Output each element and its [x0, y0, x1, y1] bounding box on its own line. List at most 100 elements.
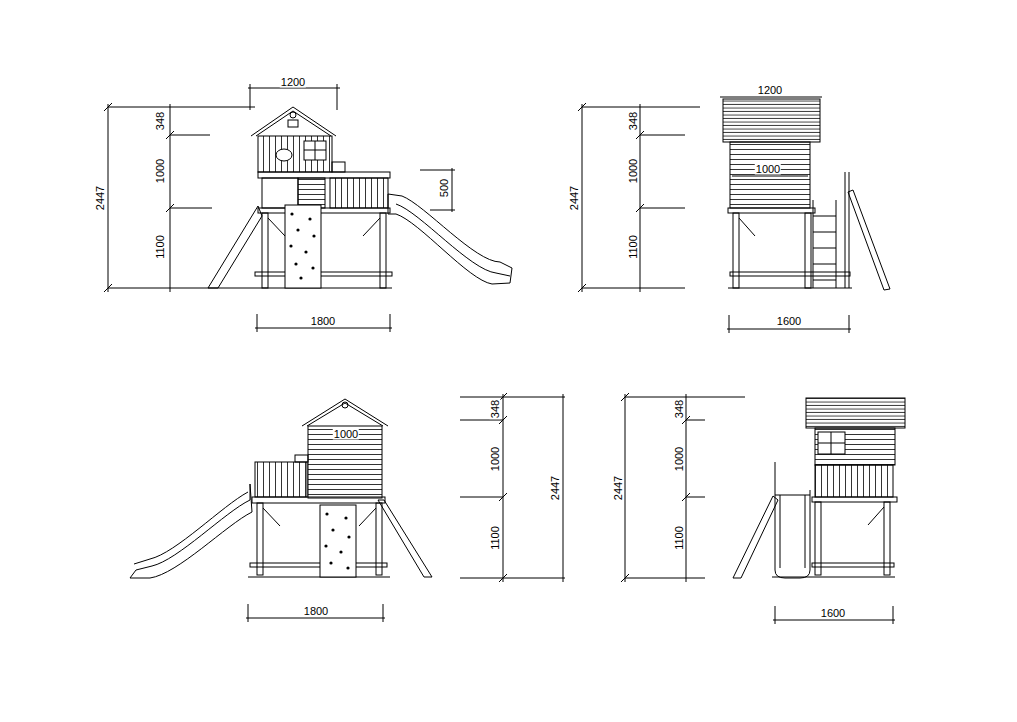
drawing-line — [251, 107, 336, 136]
drawing-line — [636, 131, 644, 139]
drawing-line — [732, 176, 808, 177]
drawing-line — [339, 550, 342, 553]
dimension-label: 1800 — [303, 606, 329, 617]
drawing-line — [170, 135, 210, 136]
drawing-line — [390, 314, 391, 332]
drawing-line — [248, 604, 249, 622]
drawing-line — [452, 168, 453, 212]
drawing-line — [248, 577, 390, 578]
drawing-line — [329, 561, 332, 564]
dimension-label: 1100 — [155, 234, 166, 260]
drawing-line — [330, 178, 388, 208]
dimension-label: 348 — [490, 399, 501, 419]
drawing-line — [257, 314, 258, 332]
dimension-label: 348 — [674, 399, 685, 419]
drawing-line — [460, 420, 503, 421]
dimension-label: 1800 — [310, 316, 336, 327]
drawing-line — [324, 512, 350, 569]
side-view — [578, 97, 890, 333]
drawing-line — [307, 403, 383, 426]
drawing-line — [250, 563, 387, 567]
drawing-line — [170, 104, 171, 292]
dimension-label: 1200 — [757, 85, 783, 96]
drawing-line — [815, 428, 895, 465]
drawing-line — [337, 84, 338, 110]
drawing-line — [311, 266, 314, 269]
drawing-line — [294, 262, 297, 265]
drawing-line — [813, 264, 836, 265]
drawing-line — [308, 426, 382, 498]
dimension-label: 1000 — [755, 164, 781, 175]
drawing-line — [256, 111, 331, 136]
drawing-line — [578, 103, 586, 111]
drawing-line — [868, 507, 884, 525]
dimension-label: 2447 — [569, 185, 580, 211]
drawing-line — [582, 104, 583, 292]
dimension-label: 1000 — [628, 158, 639, 184]
drawing-line — [276, 149, 292, 161]
drawing-line — [730, 142, 810, 208]
dimension-label: 2447 — [550, 475, 561, 501]
drawing-line — [308, 217, 311, 220]
dimension-label: 348 — [155, 111, 166, 131]
drawing-line — [170, 208, 212, 209]
dimension-label: 1100 — [490, 525, 501, 551]
drawing-line — [304, 250, 307, 253]
front-view — [104, 84, 512, 332]
drawing-line — [108, 288, 255, 289]
drawing-line — [460, 497, 503, 498]
drawing-line — [625, 578, 705, 579]
drawing-line — [845, 172, 846, 288]
drawing-line — [686, 497, 705, 498]
drawing-line — [250, 84, 251, 110]
drawing-line — [258, 172, 390, 178]
drawing-line — [884, 502, 890, 575]
dimension-label: 1000 — [333, 429, 359, 440]
drawing-line — [582, 288, 685, 289]
drawing-line — [285, 205, 321, 288]
drawing-line — [730, 272, 850, 276]
drawing-line — [460, 578, 565, 579]
drawing-line — [772, 577, 895, 578]
drawing-line — [302, 399, 388, 426]
drawing-line — [346, 566, 349, 569]
drawing-line — [290, 212, 293, 215]
drawing-line — [130, 484, 252, 578]
drawing-line — [289, 244, 292, 247]
drawing-line — [848, 190, 890, 290]
drawing-line — [108, 107, 255, 108]
drawing-line — [134, 492, 248, 564]
drawing-line — [813, 232, 836, 233]
drawing-line — [686, 420, 705, 421]
drawing-line — [255, 462, 307, 497]
drawing-line — [383, 604, 384, 622]
drawing-line — [893, 606, 894, 624]
drawing-line — [812, 563, 894, 567]
drawing-line — [255, 272, 392, 276]
drawing-line — [728, 288, 852, 289]
drawing-line — [739, 218, 755, 236]
drawing-line — [388, 194, 512, 284]
drawing-line — [582, 107, 700, 108]
drawing-line — [813, 248, 836, 249]
drawing-line — [332, 162, 345, 172]
drawing-line — [342, 402, 348, 408]
drawing-line — [733, 213, 739, 288]
drawing-line — [578, 284, 586, 292]
drawing-line — [815, 502, 821, 575]
dimension-label: 348 — [628, 111, 639, 131]
other-side-view — [621, 393, 905, 624]
drawing-line — [780, 495, 781, 568]
drawing-line — [849, 172, 850, 288]
drawing-line — [312, 234, 315, 237]
dimension-label: 1600 — [820, 608, 846, 619]
drawing-line — [304, 150, 326, 151]
drawing-line — [806, 398, 905, 428]
back-view — [130, 393, 565, 622]
drawing-line — [104, 84, 905, 624]
drawing-line — [813, 280, 836, 281]
drawing-line — [499, 493, 507, 501]
drawing-line — [849, 315, 850, 333]
